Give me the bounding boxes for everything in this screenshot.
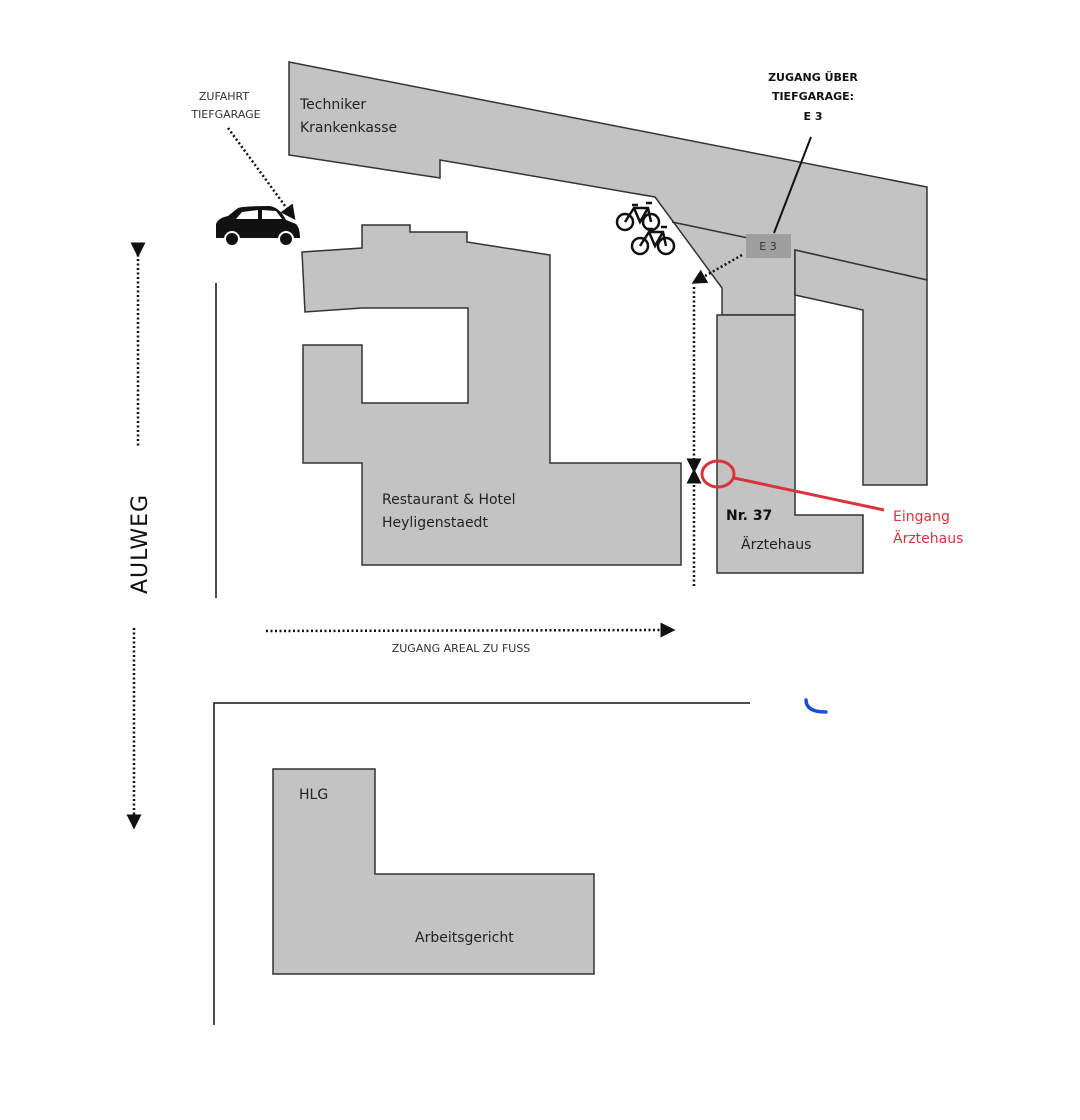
entrance-pointer-line — [733, 476, 885, 512]
e3-entrance-box — [746, 234, 791, 258]
aerztehaus-label: Ärztehaus — [741, 535, 811, 553]
zugang-tg-label-line1: ZUGANG ÜBER — [768, 70, 858, 84]
building-restaurant-hotel — [301, 224, 682, 566]
building-aerztehaus — [716, 314, 864, 574]
techniker-label-line1: Techniker — [299, 97, 366, 113]
street-label-aulweg: AULWEG — [128, 494, 153, 594]
hotel-label-line2: Heyligenstaedt — [382, 515, 488, 531]
bicycle-icon — [615, 201, 676, 256]
hlg-label: HLG — [299, 787, 328, 803]
e3-box-label: E 3 — [759, 240, 776, 253]
eingang-label-line2: Ärztehaus — [893, 529, 963, 547]
zugang-tg-label-line3: E 3 — [804, 110, 823, 123]
arbeitsgericht-label: Arbeitsgericht — [415, 930, 514, 946]
foot-access-label: ZUGANG AREAL ZU FUSS — [392, 642, 531, 655]
techniker-label-line2: Krankenkasse — [300, 120, 397, 136]
street-edge-lower — [213, 702, 750, 1025]
car-icon — [216, 206, 300, 247]
building-east-wing — [794, 249, 928, 486]
hotel-label-line1: Restaurant & Hotel — [382, 492, 516, 508]
foot-access-arrow — [265, 622, 676, 638]
zufahrt-label-line1: ZUFAHRT — [199, 90, 250, 103]
e3-path-arrow — [691, 253, 743, 284]
e3-pointer-line — [773, 136, 812, 234]
blue-annotation-mark — [804, 698, 828, 714]
house-number-label: Nr. 37 — [726, 508, 772, 524]
eingang-label-line1: Eingang — [893, 509, 950, 525]
building-hlg-arbeitsgericht — [272, 768, 595, 975]
entrance-circle-icon — [700, 459, 736, 489]
building-divider — [671, 221, 749, 239]
zufahrt-arrow — [226, 127, 296, 221]
zufahrt-label-line2: TIEFGARAGE — [190, 108, 260, 121]
zugang-tg-label-line2: TIEFGARAGE: — [772, 90, 854, 103]
